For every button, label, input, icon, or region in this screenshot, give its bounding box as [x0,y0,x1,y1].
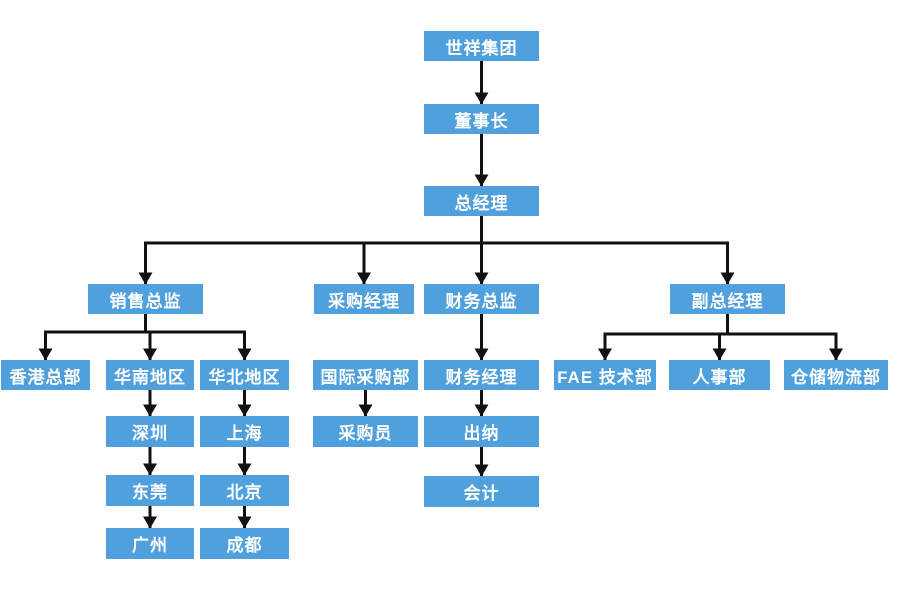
org-node-gm: 总经理 [424,186,539,216]
org-node-shanghai: 上海 [200,416,289,447]
org-node-deputy_gm: 副总经理 [670,284,785,314]
org-node-purchase_manager: 采购经理 [314,284,414,314]
org-node-buyer: 采购员 [313,416,418,447]
org-node-accountant: 会计 [424,476,539,507]
org-node-beijing: 北京 [200,475,289,506]
org-node-finance_manager: 财务经理 [424,360,539,390]
org-node-hk: 香港总部 [1,360,90,390]
org-node-intl_purchase: 国际采购部 [313,360,418,390]
org-node-south: 华南地区 [106,360,194,390]
org-node-cashier: 出纳 [424,416,539,447]
org-node-warehouse: 仓储物流部 [784,360,888,390]
org-node-chengdu: 成都 [200,528,289,559]
org-node-chairman: 董事长 [424,104,539,134]
org-node-finance_director: 财务总监 [424,284,539,314]
org-node-guangzhou: 广州 [106,528,194,559]
org-node-dongguan: 东莞 [106,475,194,506]
org-node-group: 世祥集团 [424,31,539,61]
org-node-sales_director: 销售总监 [88,284,203,314]
org-node-shenzhen: 深圳 [106,416,194,447]
org-node-north: 华北地区 [200,360,289,390]
org-node-fae: FAE 技术部 [554,360,656,390]
org-node-hr: 人事部 [669,360,770,390]
